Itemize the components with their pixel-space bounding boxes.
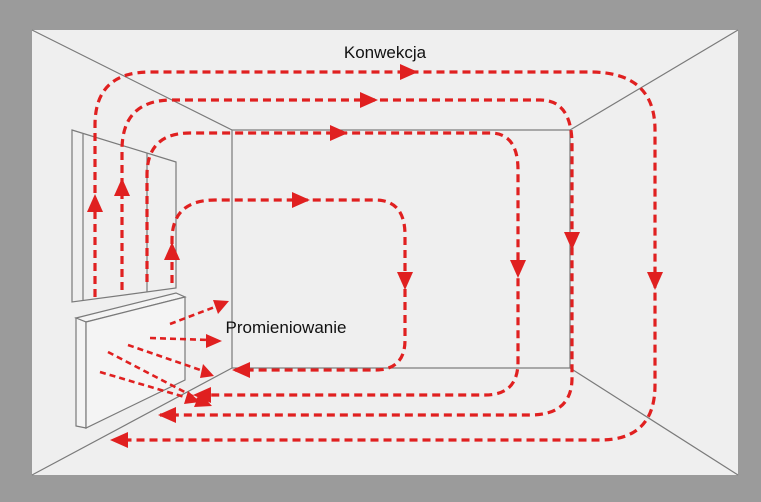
arrow-outer-right (400, 64, 418, 80)
arrow-second-left (158, 407, 176, 423)
arrow-outer-up (87, 194, 103, 212)
convection-label: Konwekcja (344, 43, 427, 62)
convection-loop-second (120, 98, 574, 417)
radiation-arrow-5 (184, 391, 200, 404)
arrow-outer-down (647, 272, 663, 290)
back-wall (231, 129, 571, 369)
radiation-ray-1 (169, 303, 221, 326)
convection-loop-outer (93, 70, 657, 442)
radiation-arrow-2 (206, 334, 222, 348)
radiator-body (75, 317, 87, 429)
corner-line-top-right (569, 29, 739, 131)
convection-loop-inner (170, 198, 407, 372)
radiation-arrow-1 (213, 300, 229, 314)
arrow-inner-up (164, 242, 180, 260)
corner-line-bottom-right (569, 367, 739, 476)
arrow-second-down (564, 232, 580, 250)
corner-line-bottom-left (31, 367, 233, 476)
arrow-third-left (193, 387, 211, 403)
arrow-third-right (330, 125, 348, 141)
arrow-second-right (360, 92, 378, 108)
arrow-second-up (114, 178, 130, 196)
radiation-flow (99, 303, 221, 402)
radiation-arrowheads (184, 300, 229, 407)
radiation-ray-3 (127, 343, 213, 376)
radiator (74, 292, 187, 429)
arrow-inner-left (232, 362, 250, 378)
corner-line-top-left (31, 29, 233, 131)
radiation-ray-2 (149, 336, 211, 342)
radiator-front (85, 296, 186, 429)
arrow-inner-right (292, 192, 310, 208)
radiation-arrow-3 (200, 364, 214, 378)
convection-arrowheads (87, 64, 663, 448)
window-frame (71, 129, 177, 303)
radiation-ray-4 (107, 350, 201, 402)
arrow-inner-down (397, 272, 413, 290)
radiation-ray-5 (99, 370, 189, 400)
arrow-third-down (510, 260, 526, 278)
convection-loop-third (145, 131, 520, 397)
room-perspective-lines (31, 29, 739, 476)
radiation-arrow-4 (194, 393, 212, 407)
convection-flow (93, 70, 657, 442)
radiation-label: Promieniowanie (226, 318, 347, 337)
arrow-outer-left (110, 432, 128, 448)
